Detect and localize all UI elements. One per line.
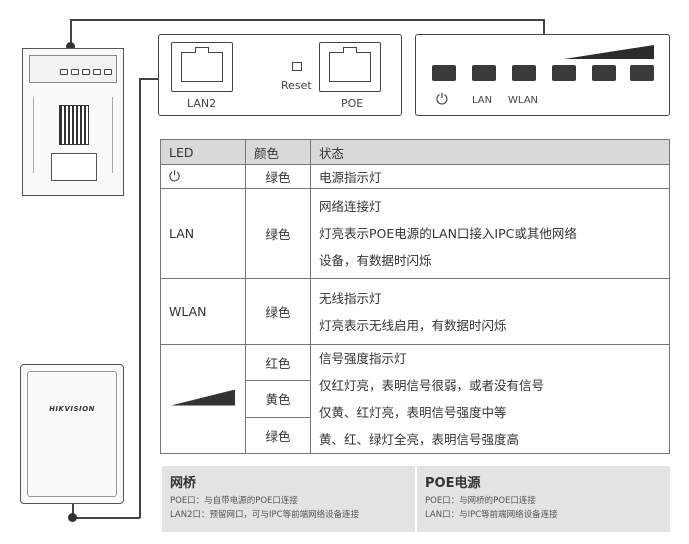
table-cell-led: LAN — [160, 188, 246, 279]
reset-hole-icon — [292, 62, 302, 71]
led-wlan-label: WLAN — [508, 95, 539, 106]
led-signal-1 — [552, 65, 576, 81]
signal-strength-wedge-icon — [564, 45, 654, 59]
poe-power-info-title: POE电源 — [425, 476, 481, 491]
connector-dot-top — [66, 42, 75, 51]
bridge-device-illustration — [22, 48, 124, 196]
table-header-color: 颜色 — [245, 139, 311, 165]
poe-power-info: POE电源 POE口：与网桥的POE口连接 LAN口：与IPC等前端网络设备连接 — [415, 466, 670, 532]
table-header-state: 状态 — [310, 139, 670, 165]
table-cell-state: 网络连接灯 灯亮表示POE电源的LAN口接入IPC或其他网络 设备，有数据时闪烁 — [310, 188, 670, 279]
led-lan-label: LAN — [472, 95, 493, 106]
table-row-power: ⏻ 绿色 电源指示灯 — [160, 164, 670, 189]
led-panel: ⏻ LAN WLAN — [415, 34, 670, 116]
bridge-device-label-plate — [51, 153, 97, 181]
connector-line-bottom-vertical — [72, 504, 74, 518]
table-row-lan: LAN 绿色 网络连接灯 灯亮表示POE电源的LAN口接入IPC或其他网络 设备… — [160, 188, 670, 279]
led-power — [432, 65, 456, 81]
state-line: 仅黄、红灯亮，表明信号强度中等 — [319, 405, 507, 420]
table-row-signal: 红色 信号强度指示灯 仅红灯亮，表明信号很弱，或者没有信号 仅黄、红灯亮，表明信… — [160, 343, 670, 454]
state-line: 灯亮表示无线启用，有数据时闪烁 — [319, 317, 507, 333]
power-icon: ⏻ — [160, 164, 246, 189]
poe-port-label: POE — [341, 97, 364, 110]
table-header-led: LED — [160, 139, 246, 165]
table-cell-led: WLAN — [160, 278, 246, 345]
table-cell-signal-state: 信号强度指示灯 仅红灯亮，表明信号很弱，或者没有信号 仅黄、红灯亮，表明信号强度… — [310, 344, 670, 454]
led-lan — [472, 65, 496, 81]
poe-port-jack-icon — [329, 47, 371, 82]
connector-line-top-right-vertical — [543, 19, 545, 34]
bridge-info-line: LAN2口：预留网口，可与IPC等前端网络设备连接 — [170, 510, 360, 520]
table-cell-color-red: 红色 — [245, 343, 311, 382]
table-header-row: LED 颜色 状态 — [160, 139, 670, 165]
led-signal-2 — [592, 65, 616, 81]
bridge-device-cap — [29, 55, 117, 83]
led-signal-3 — [630, 65, 654, 81]
connector-line-mid-vertical — [139, 78, 141, 518]
table-cell-color: 绿色 — [245, 164, 311, 189]
connector-line-bottom-horizontal — [72, 517, 140, 519]
table-cell-state: 电源指示灯 — [310, 164, 670, 189]
signal-strength-wedge-icon — [171, 389, 235, 406]
poe-power-device-inner — [27, 371, 117, 497]
connector-line-top-left-vertical — [70, 19, 72, 45]
state-line: 信号强度指示灯 — [319, 351, 407, 366]
table-cell-signal-led — [160, 344, 246, 454]
table-cell-color: 绿色 — [245, 278, 311, 345]
reset-label: Reset — [281, 79, 312, 92]
state-line: 设备，有数据时闪烁 — [319, 253, 432, 268]
bridge-device-vent — [59, 105, 89, 145]
table-cell-state: 无线指示灯 灯亮表示无线启用，有数据时闪烁 — [310, 278, 670, 345]
state-line: 网络连接灯 — [319, 199, 382, 214]
led-status-table: LED 颜色 状态 ⏻ 绿色 电源指示灯 LAN 绿色 网络连接灯 灯亮表示PO… — [160, 139, 670, 455]
poe-port — [319, 42, 381, 92]
device-brand-logo: HIKVISION — [49, 405, 95, 413]
state-line: 黄、红、绿灯全亮，表明信号强度高 — [319, 432, 520, 447]
table-row-signal-yellow: 黄色 — [161, 380, 670, 418]
state-line: 仅红灯亮，表明信号很弱，或者没有信号 — [319, 378, 545, 393]
power-icon: ⏻ — [436, 90, 448, 108]
lan2-port-label: LAN2 — [187, 97, 217, 110]
poe-power-device-illustration: HIKVISION — [20, 364, 124, 504]
table-cell-color: 绿色 — [245, 188, 311, 279]
connector-dot-bottom — [68, 513, 77, 522]
state-line: 灯亮表示POE电源的LAN口接入IPC或其他网络 — [319, 226, 577, 241]
table-cell-color-yellow: 黄色 — [245, 380, 311, 418]
table-row-signal-green: 绿色 — [161, 416, 670, 455]
table-cell-color-green: 绿色 — [245, 416, 311, 455]
lan2-port-jack-icon — [181, 47, 223, 82]
state-line: 无线指示灯 — [319, 290, 382, 306]
led-wlan — [512, 65, 536, 81]
table-row-wlan: WLAN 绿色 无线指示灯 灯亮表示无线启用，有数据时闪烁 — [160, 278, 670, 345]
connector-line-top-horizontal — [70, 19, 544, 21]
bridge-info-title: 网桥 — [170, 476, 197, 491]
port-info-box: 网桥 POE口：与自带电源的POE口连接 LAN2口：预留网口，可与IPC等前端… — [162, 466, 670, 532]
bridge-device-led-dots — [60, 69, 112, 75]
port-panel: LAN2 Reset POE — [158, 34, 402, 116]
bridge-info-line: POE口：与自带电源的POE口连接 — [170, 496, 298, 506]
bridge-device-body — [33, 97, 113, 173]
poe-power-info-line: LAN口：与IPC等前端网络设备连接 — [425, 510, 558, 520]
poe-power-info-line: POE口：与网桥的POE口连接 — [425, 496, 536, 506]
bridge-info: 网桥 POE口：与自带电源的POE口连接 LAN2口：预留网口，可与IPC等前端… — [162, 466, 415, 532]
connector-line-mid-horizontal — [139, 78, 159, 80]
lan2-port — [171, 42, 233, 92]
